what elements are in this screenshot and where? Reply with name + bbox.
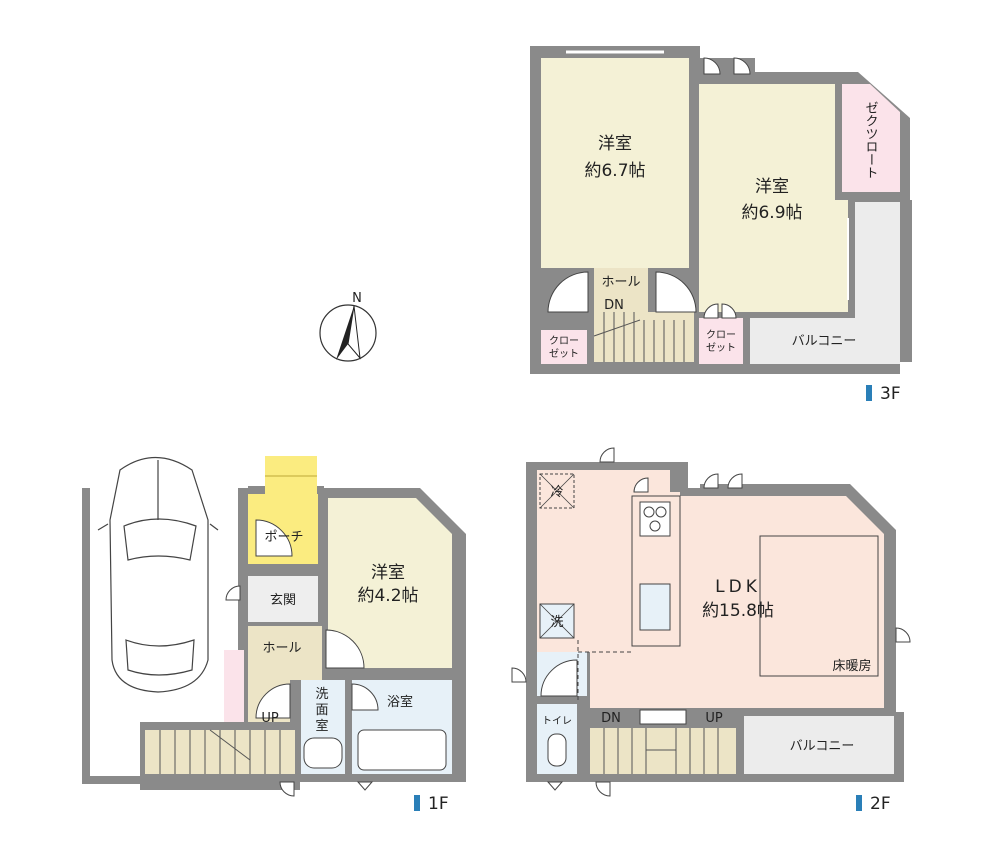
stair-treads-1f <box>159 729 281 774</box>
label-1f-entrance: 玄関 <box>270 593 296 608</box>
door-2f-wash <box>540 659 578 697</box>
label-2f-fridge: 冷 <box>550 485 563 500</box>
floor-tag-3f: 3F <box>866 384 901 404</box>
label-3f-walk-closet: ゼクツロート <box>863 101 879 179</box>
door-2f-balcony-top2 <box>727 473 743 489</box>
door-1f-western <box>325 629 365 669</box>
label-1f-western-size: 約4.2帖 <box>357 586 418 606</box>
label-2f-ldk-size: 約15.8帖 <box>702 601 774 621</box>
label-2f-stair-dn: DN <box>601 711 621 726</box>
floor-heating-area <box>759 535 879 677</box>
room-1f-western <box>328 498 452 668</box>
toilet-icon <box>547 733 567 767</box>
floor-tag-1f-text: 1F <box>428 794 449 814</box>
room-3f-closet-mid <box>699 318 743 364</box>
floor-tag-3f-text: 3F <box>880 384 901 404</box>
label-1f-washroom-3: 室 <box>315 718 328 734</box>
vent-2f-icon <box>546 781 564 791</box>
compass: N <box>319 291 377 362</box>
label-1f-stair-up: UP <box>261 711 279 726</box>
door-1f-entrance <box>225 585 241 601</box>
label-2f-ldk-name: LDK <box>715 577 761 597</box>
bathtub-icon <box>357 729 447 771</box>
label-3f-western-1-name: 洋室 <box>598 134 632 154</box>
floor-tag-2f-text: 2F <box>870 794 891 814</box>
room-3f-walk-closet <box>842 84 900 192</box>
label-1f-western-name: 洋室 <box>371 563 405 583</box>
sink-2f-icon <box>639 583 671 631</box>
label-3f-western-1-size: 約6.7帖 <box>584 161 645 181</box>
room-3f-closet-left <box>541 330 587 364</box>
label-1f-porch: ポーチ <box>264 530 303 545</box>
label-2f-washer: 洗 <box>550 615 563 630</box>
door-2f-entry <box>633 477 649 493</box>
room-3f-western-2 <box>699 84 848 312</box>
room-3f-western-1 <box>541 58 689 268</box>
room-3f-balcony <box>750 202 900 364</box>
door-1f-hall <box>255 683 291 719</box>
floor-2f: LDK 約15.8帖 冷 洗 トイレ 床暖房 DN UP バルコニー <box>511 447 911 797</box>
door-2f-balcony-top <box>703 473 719 489</box>
sink-1f-icon <box>303 737 343 769</box>
door-3f-1 <box>547 271 589 313</box>
door-3f-6 <box>721 303 737 319</box>
room-2f-balcony <box>744 716 894 774</box>
label-1f-washroom-1: 洗 <box>315 687 328 702</box>
room-2f-ldk <box>537 470 884 708</box>
room-3f-hall <box>594 268 648 312</box>
floor-1f: ポーチ 玄関 洋室 約4.2帖 ホール 洗 面 室 浴室 UP <box>82 456 466 797</box>
label-2f-balcony: バルコニー <box>790 739 855 754</box>
floor-tag-2f: 2F <box>856 794 891 814</box>
label-3f-closet-left-2: ゼット <box>549 348 579 360</box>
door-1f-bottom <box>279 781 295 797</box>
floor-3f: 洋室 約6.7帖 洋室 約6.9帖 ゼクツロート ホール DN クロー ゼット … <box>530 46 912 374</box>
door-3f-5 <box>703 303 719 319</box>
vent-1f-icon <box>356 781 374 791</box>
door-3f-2 <box>655 271 697 313</box>
parking-outline <box>82 488 90 776</box>
stair-treads-3f <box>593 312 685 362</box>
door-2f-left <box>511 667 527 683</box>
door-2f-bottom <box>595 781 611 797</box>
door-2f-top <box>599 447 615 463</box>
label-3f-western-2-size: 約6.9帖 <box>741 203 802 223</box>
label-3f-balcony: バルコニー <box>792 334 857 349</box>
label-3f-closet-mid-2: ゼット <box>706 342 736 354</box>
label-3f-western-2-name: 洋室 <box>755 177 789 197</box>
room-1f-entrance <box>248 576 318 622</box>
label-1f-bath: 浴室 <box>387 694 413 710</box>
stair-opening-2f <box>639 709 687 725</box>
floor-tag-marker-icon <box>866 385 872 401</box>
compass-needle-icon <box>336 306 354 360</box>
label-3f-closet-left-1: クロー <box>549 335 579 347</box>
label-1f-washroom-2: 面 <box>315 703 328 718</box>
compass-needle-tail-icon <box>347 305 361 360</box>
floor-tag-1f: 1F <box>414 794 449 814</box>
car-icon <box>97 456 219 693</box>
door-1f-bath <box>351 683 379 711</box>
label-2f-stair-up: UP <box>705 711 723 726</box>
floor-tag-marker-icon <box>414 795 420 811</box>
door-1f-porch <box>255 519 293 557</box>
compass-north-label: N <box>352 291 362 306</box>
label-2f-floor-heating: 床暖房 <box>832 658 871 674</box>
door-3f-4 <box>733 57 751 75</box>
door-2f-right <box>895 627 911 643</box>
floor-tag-marker-icon <box>856 795 862 811</box>
stair-treads-2f <box>603 728 719 774</box>
door-3f-3 <box>703 57 721 75</box>
label-2f-toilet: トイレ <box>542 716 572 727</box>
stove-icon <box>639 501 671 537</box>
stairs-2f <box>590 728 736 774</box>
label-1f-hall: ホール <box>262 641 301 656</box>
label-3f-hall: ホール <box>601 275 640 290</box>
label-3f-stair-dn: DN <box>604 298 624 313</box>
room-1f-hall-strip <box>224 650 244 722</box>
label-3f-closet-mid-1: クロー <box>706 329 736 341</box>
parking-bottom-wall <box>82 724 150 784</box>
